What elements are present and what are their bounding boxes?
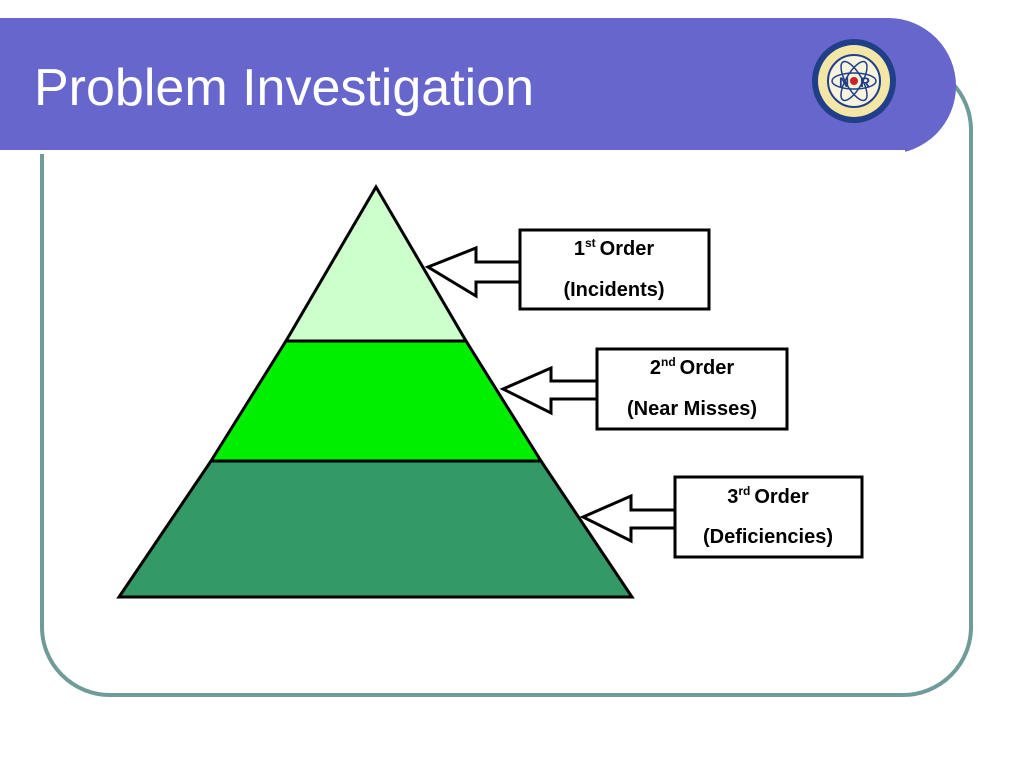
seal-orbit-2 bbox=[840, 60, 868, 102]
callout-2-suffix: nd bbox=[661, 355, 676, 369]
callout-2-box bbox=[595, 347, 789, 431]
seal-nucleus bbox=[850, 77, 858, 85]
callout-2-arrow bbox=[499, 365, 601, 416]
callout-3-box bbox=[673, 475, 864, 559]
slide-title: Problem Investigation bbox=[34, 59, 535, 117]
pyramid-tier-3 bbox=[116, 459, 635, 599]
callout-2-heading: 2nd Order bbox=[650, 355, 734, 379]
callout-1-arrow bbox=[424, 245, 524, 299]
callout-1-number: 1 bbox=[574, 238, 585, 260]
title-underline bbox=[0, 150, 905, 154]
callout-1-suffix: st bbox=[585, 236, 596, 250]
pyramid-tier-2 bbox=[208, 339, 544, 463]
callout-3-number: 3 bbox=[727, 486, 738, 508]
callout-2-number: 2 bbox=[650, 357, 661, 379]
callout-1-box bbox=[518, 228, 711, 311]
pyramid-tier-1 bbox=[283, 184, 469, 343]
callout-3-subtitle: (Deficiencies) bbox=[703, 526, 833, 548]
seal-orbit-1 bbox=[831, 72, 877, 90]
callout-3-heading: 3rd Order bbox=[727, 484, 809, 508]
callout-2-subtitle: (Near Misses) bbox=[627, 398, 757, 420]
callout-1: 1st Order (Incidents) bbox=[424, 228, 711, 311]
seal-letter-r: R bbox=[860, 74, 870, 90]
callout-1-heading: 1st Order bbox=[574, 236, 654, 260]
callout-3: 3rd Order (Deficiencies) bbox=[579, 475, 864, 559]
callout-3-word: Order bbox=[754, 486, 809, 508]
callout-2: 2nd Order (Near Misses) bbox=[499, 347, 789, 431]
naval-reactors-seal-icon: N R bbox=[812, 39, 896, 123]
callout-2-word: Order bbox=[680, 357, 735, 379]
callout-3-arrow bbox=[579, 493, 679, 544]
callout-1-subtitle: (Incidents) bbox=[563, 279, 664, 301]
callout-3-suffix: rd bbox=[738, 484, 750, 498]
title-bar: Problem Investigation bbox=[0, 18, 956, 154]
seal-letter-n: N bbox=[839, 74, 849, 90]
callout-1-word: Order bbox=[600, 238, 655, 260]
seal-orbit-3 bbox=[840, 60, 868, 102]
